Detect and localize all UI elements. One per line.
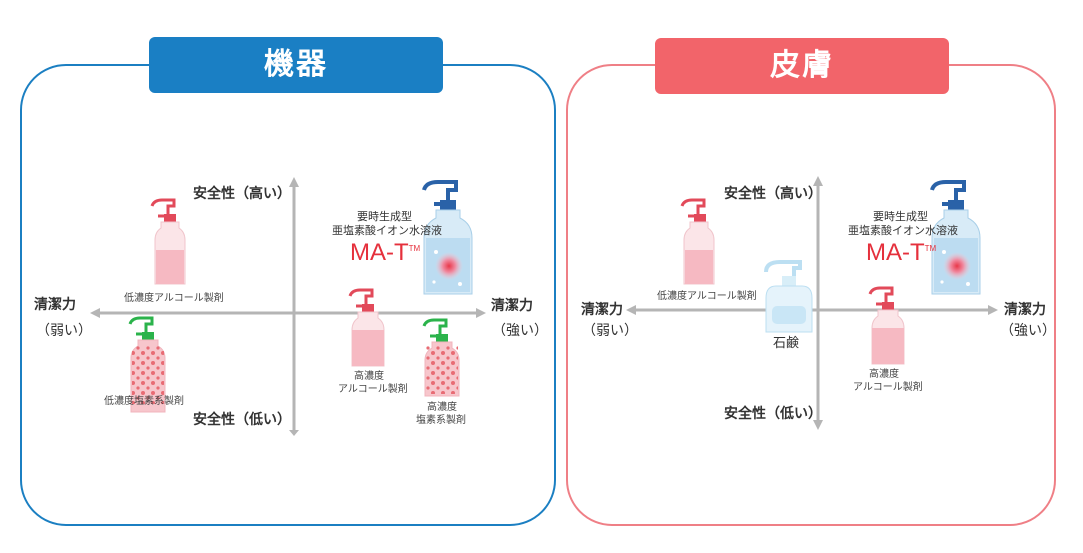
right-high-alcohol-label-1: 高濃度	[869, 368, 899, 381]
right-mat-desc-2: 亜塩素酸イオン水溶液	[848, 224, 958, 238]
soap-bottle	[766, 262, 812, 332]
left-low-chlorine-label: 低濃度塩素系製剤	[104, 395, 184, 408]
right-safety-high-label: 安全性（高い）	[724, 183, 822, 203]
right-clean-weak-label: 清潔力	[581, 299, 623, 319]
mat-bottle-left	[424, 182, 472, 294]
left-safety-high-label: 安全性（高い）	[193, 183, 291, 203]
right-low-alcohol-label: 低濃度アルコール製剤	[657, 290, 757, 303]
right-clean-weak-sub: （弱い）	[582, 320, 638, 340]
right-clean-strong-label: 清潔力	[1004, 299, 1046, 319]
low-alcohol-bottle-right	[682, 200, 714, 284]
left-low-alcohol-label: 低濃度アルコール製剤	[124, 292, 224, 305]
left-high-chlorine-label-2: 塩素系製剤	[416, 414, 466, 427]
right-mat-desc-1: 要時生成型	[873, 210, 928, 224]
low-alcohol-bottle-left	[152, 200, 185, 284]
left-high-alcohol-label-2: アルコール製剤	[338, 383, 408, 396]
high-alcohol-bottle-right	[870, 288, 904, 364]
left-clean-strong-sub: （強い）	[492, 320, 548, 340]
right-high-alcohol-label-2: アルコール製剤	[853, 381, 923, 394]
left-clean-weak-label: 清潔力	[34, 294, 76, 314]
soap-label: 石鹸	[773, 332, 799, 351]
right-clean-strong-sub: （強い）	[1000, 320, 1056, 340]
left-mat-desc-2: 亜塩素酸イオン水溶液	[332, 224, 442, 238]
left-mat-name: MA-TTM	[350, 239, 420, 267]
right-safety-low-label: 安全性（低い）	[724, 403, 822, 423]
high-alcohol-bottle-left	[350, 290, 384, 366]
left-clean-strong-label: 清潔力	[491, 295, 533, 315]
mat-bottle-right	[932, 182, 980, 294]
left-mat-desc-1: 要時生成型	[357, 210, 412, 224]
left-high-alcohol-label-1: 高濃度	[354, 370, 384, 383]
left-high-chlorine-label-1: 高濃度	[427, 401, 457, 414]
left-safety-low-label: 安全性（低い）	[193, 409, 291, 429]
left-clean-weak-sub: （弱い）	[36, 320, 92, 340]
high-chlorine-bottle-left	[424, 320, 459, 396]
right-mat-name: MA-TTM	[866, 239, 936, 267]
